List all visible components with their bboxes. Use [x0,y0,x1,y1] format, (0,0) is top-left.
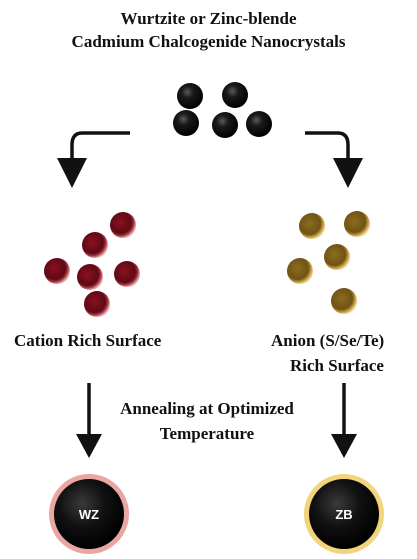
cation-dot [114,261,140,287]
nanocrystal-dot [212,112,238,138]
cation-dot [84,291,110,317]
nanocrystal-dot [177,83,203,109]
nanocrystal-dot [173,110,199,136]
cation-dot [77,264,103,290]
anion-dot [299,213,325,239]
zb-core [309,479,379,549]
anion-rich-surface-label-line1: Anion (S/Se/Te) [271,331,385,350]
annealing-arrows [87,383,346,438]
wz-core [54,479,124,549]
anion-dot [287,258,313,284]
cation-dot [82,232,108,258]
wz-particle: WZ [49,474,129,554]
zb-label: ZB [335,507,352,522]
left-curved-arrow [70,131,130,160]
nanocrystal-dot [222,82,248,108]
cation-rich-cluster [44,212,140,317]
annealing-label-line2: Temperature [159,424,255,443]
cation-rich-surface-label: Cation Rich Surface [14,331,162,350]
diagram-title-line1: Wurtzite or Zinc-blende [120,9,297,28]
wz-label: WZ [79,507,99,522]
left-down-arrowhead [76,434,102,458]
cation-dot [110,212,136,238]
annealing-label-line1: Annealing at Optimized [120,399,294,418]
anion-rich-cluster [287,211,370,314]
cation-dot [44,258,70,284]
branch-arrows [70,131,350,160]
right-arrowhead [333,158,363,188]
zb-particle: ZB [304,474,384,554]
right-down-arrowhead [331,434,357,458]
anion-dot [344,211,370,237]
starting-nanocrystal-cluster [173,82,272,138]
left-arrowhead [57,158,87,188]
right-curved-arrow [305,131,350,160]
diagram-title-line2: Cadmium Chalcogenide Nanocrystals [71,32,346,51]
anion-dot [331,288,357,314]
anion-rich-surface-label-line2: Rich Surface [290,356,384,375]
anion-dot [324,244,350,270]
nanocrystal-dot [246,111,272,137]
